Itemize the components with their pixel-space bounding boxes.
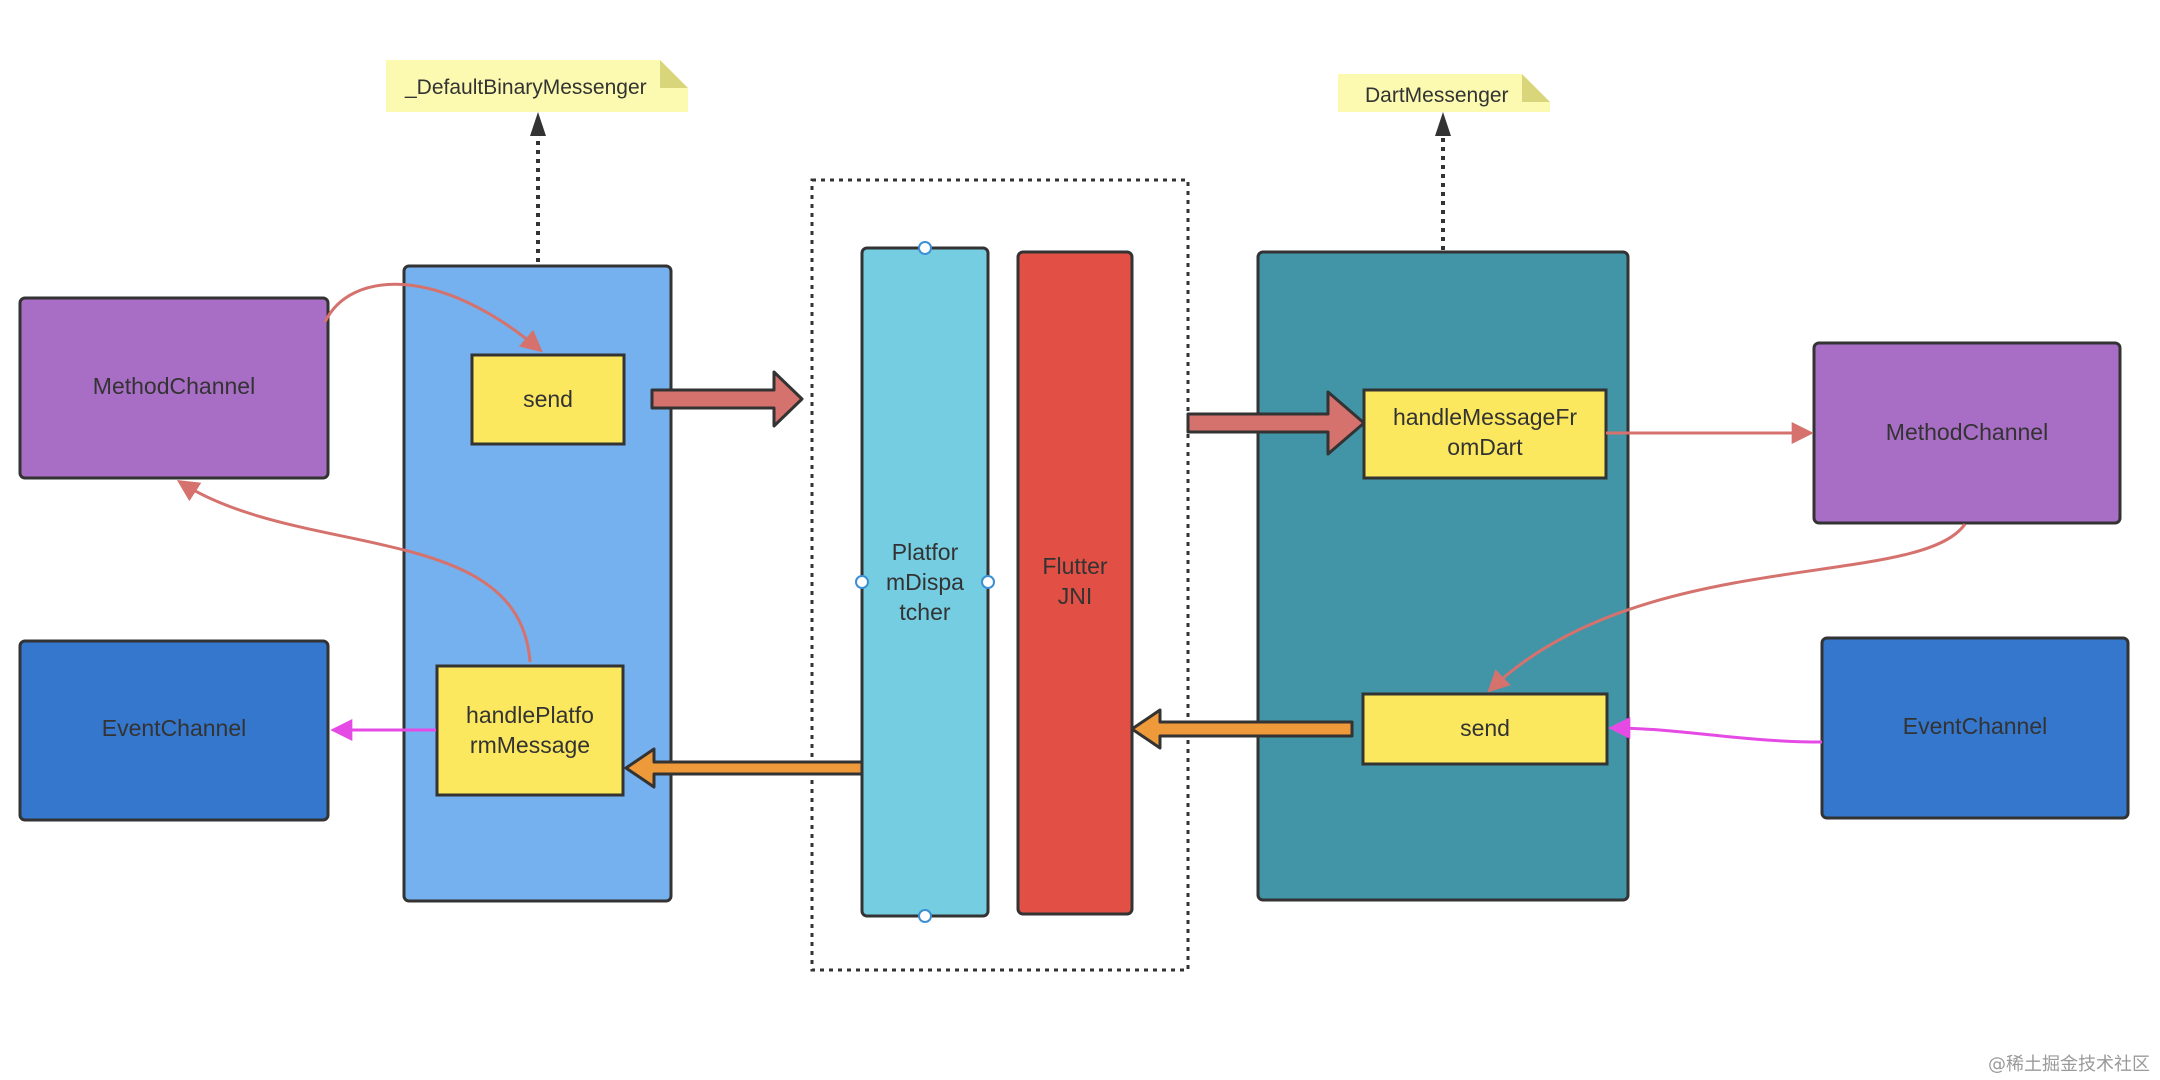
handle-message-from-dart-label-1: handleMessageFr <box>1393 404 1577 430</box>
arrow-dispatcher-to-handle-platform-shape <box>624 747 864 789</box>
flutter-jni-label-2: JNI <box>1058 583 1093 609</box>
method-channel-left-label: MethodChannel <box>93 373 255 399</box>
dotted-arrow-left <box>530 112 546 262</box>
handle-platform-message-box: handlePlatfo rmMessage <box>435 664 625 797</box>
event-channel-left-label: EventChannel <box>102 715 247 741</box>
send-box-left-label: send <box>523 386 573 412</box>
arrow-method-channel-to-send <box>323 282 543 353</box>
note-dart-messenger-label: DartMessenger <box>1365 84 1509 107</box>
platform-dispatcher-label-3: tcher <box>899 599 950 625</box>
method-channel-left: MethodChannel <box>18 296 330 480</box>
send-box-right-label: send <box>1460 715 1510 741</box>
event-channel-right: EventChannel <box>1820 636 2130 820</box>
handle-platform-message-label-2: rmMessage <box>470 732 590 758</box>
watermark: @稀土掘金技术社区 <box>1988 1054 2150 1075</box>
note-default-binary-messenger: _DefaultBinaryMessenger <box>386 60 688 112</box>
arrow-jni-to-dart-messenger <box>1186 390 1366 456</box>
handle-platform-message-label-1: handlePlatfo <box>466 702 594 728</box>
dispatcher-jni-group <box>810 178 1190 972</box>
note-default-binary-messenger-label: _DefaultBinaryMessenger <box>404 76 647 99</box>
arrow-handle-platform-to-method-channel <box>176 480 532 663</box>
arrow-method-channel-to-send-right <box>1487 523 1967 693</box>
flutter-jni-label-1: Flutter <box>1042 553 1108 579</box>
handle-message-from-dart-label-2: omDart <box>1447 434 1523 460</box>
platform-dispatcher-label-1: Platfor <box>892 539 959 565</box>
method-channel-right-label: MethodChannel <box>1886 419 2048 445</box>
dotted-arrow-right <box>1435 112 1451 250</box>
resize-handle-right[interactable] <box>981 575 995 589</box>
platform-dispatcher: Platfor mDispa tcher <box>855 241 995 923</box>
event-channel-right-label: EventChannel <box>1903 713 2048 739</box>
note-dart-messenger: DartMessenger <box>1338 74 1550 112</box>
send-box-left: send <box>470 353 626 446</box>
arrow-send-to-jni-shape <box>1130 708 1354 750</box>
resize-handle-left[interactable] <box>855 575 869 589</box>
method-channel-right: MethodChannel <box>1812 341 2122 525</box>
flutter-jni: Flutter JNI <box>1016 250 1134 916</box>
dart-messenger-panel <box>1256 250 1630 902</box>
event-channel-left: EventChannel <box>18 639 330 822</box>
resize-handle-bottom[interactable] <box>918 909 932 923</box>
platform-dispatcher-label-2: mDispa <box>886 569 964 595</box>
arrow-event-channel-to-send <box>1608 717 1823 744</box>
resize-handle-top[interactable] <box>918 241 932 255</box>
handle-message-from-dart-box: handleMessageFr omDart <box>1362 388 1608 480</box>
arrow-send-to-dispatcher <box>650 370 804 428</box>
send-box-right: send <box>1361 692 1609 766</box>
